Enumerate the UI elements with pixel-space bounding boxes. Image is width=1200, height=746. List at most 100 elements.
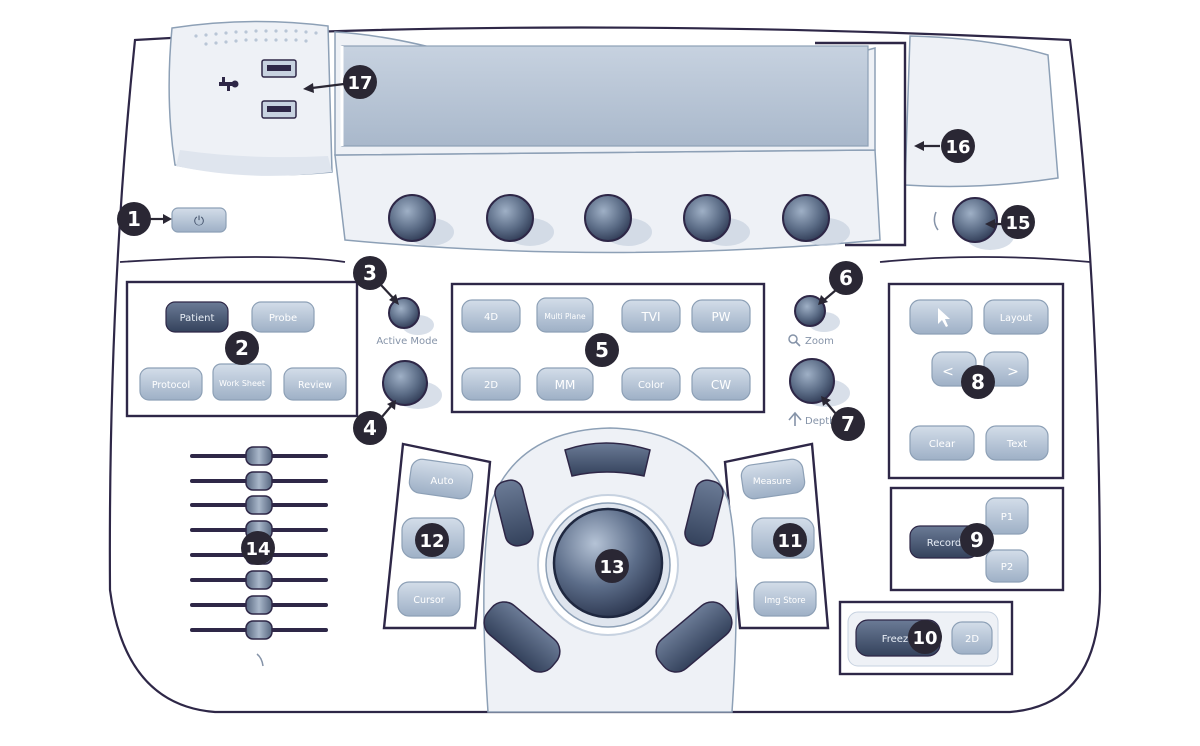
svg-text:4D: 4D [484, 312, 498, 323]
tgc-slider-1[interactable] [245, 446, 273, 466]
mode-4d-button[interactable]: 4D [461, 299, 521, 333]
callout-17-number: 17 [347, 73, 372, 94]
tgc-slider-6[interactable] [245, 570, 273, 590]
color-button[interactable]: Color [621, 367, 681, 401]
svg-text:2D: 2D [484, 380, 498, 391]
soft-knob-5[interactable] [782, 194, 830, 242]
callout-1-marker [117, 202, 151, 236]
tgc-slider-8[interactable] [245, 620, 273, 640]
mode-2d-button[interactable]: 2D [461, 367, 521, 401]
zoom-control: Zoom [788, 295, 840, 347]
callout-1-number: 1 [127, 207, 141, 231]
bracket-12 [382, 442, 492, 630]
trackball-top-key[interactable] [564, 442, 651, 477]
tgc-slider-3[interactable] [245, 495, 273, 515]
callout-12-number: 12 [419, 531, 444, 552]
multi-plane-button[interactable]: Multi Plane [536, 297, 594, 333]
annotation-key-group: Layout < > Clear Text [887, 282, 1065, 480]
tgc-slider-7[interactable] [245, 595, 273, 615]
trackball-right-key[interactable] [682, 478, 725, 549]
protocol-button[interactable]: Protocol [139, 367, 203, 401]
svg-text:P2: P2 [1001, 562, 1013, 573]
svg-text:Freeze: Freeze [882, 634, 915, 645]
svg-text:Text: Text [1006, 439, 1027, 450]
bracket-9 [889, 486, 1065, 592]
power-button[interactable]: ⏻ [171, 207, 227, 233]
callout-4-number: 4 [363, 416, 377, 440]
vent-dots [194, 29, 318, 46]
chevron-left-icon: < [942, 364, 954, 380]
callout-12-marker [415, 523, 449, 557]
p2-button[interactable]: P2 [985, 549, 1029, 583]
review-button[interactable]: Review [283, 367, 347, 401]
soft-knob-4[interactable] [683, 194, 731, 242]
svg-text:CW: CW [711, 378, 731, 392]
p1-button[interactable]: P1 [985, 497, 1029, 535]
top-right-knob[interactable] [952, 197, 998, 243]
callout-2-marker [225, 331, 259, 365]
bracket-8 [887, 282, 1065, 480]
tgc-slider-2[interactable] [245, 471, 273, 491]
svg-text:Img Store: Img Store [764, 596, 805, 606]
soft-knob-1[interactable] [388, 194, 436, 242]
svg-text:Color: Color [638, 380, 665, 391]
svg-text:Clear: Clear [929, 439, 956, 450]
svg-text:P1: P1 [1001, 512, 1013, 523]
active-mode-control: Active Mode [376, 297, 438, 347]
svg-text:TVI: TVI [640, 310, 660, 324]
callout-14-number: 14 [245, 539, 270, 560]
zoom-knob[interactable] [794, 295, 826, 327]
trackball-lower-left-key[interactable] [478, 595, 567, 678]
svg-text:PW: PW [711, 310, 730, 324]
touch-screen[interactable] [341, 45, 869, 147]
svg-text:Record: Record [927, 538, 962, 549]
trackball-lower-right-key[interactable] [650, 595, 739, 678]
patient-key-group: Patient Probe Protocol Work Sheet Review [125, 280, 359, 418]
pointer-button[interactable] [909, 299, 973, 335]
tgc-slider-group [190, 446, 328, 640]
cursor-button[interactable]: Cursor [397, 581, 461, 617]
img-store-button[interactable]: Img Store [753, 581, 817, 617]
freeze-2d-button[interactable]: 2D [951, 621, 993, 655]
measure-button[interactable]: Measure [740, 458, 806, 500]
patient-button[interactable]: Patient [165, 301, 229, 333]
callout-13-number: 13 [599, 557, 624, 578]
layout-button[interactable]: Layout [983, 299, 1049, 335]
depth-knob[interactable] [789, 358, 835, 404]
svg-text:Auto: Auto [430, 476, 453, 487]
pw-button[interactable]: PW [691, 299, 751, 333]
svg-text:Review: Review [298, 380, 332, 391]
clear-button[interactable]: Clear [909, 425, 975, 461]
gain-knob[interactable] [382, 360, 428, 406]
bracket-5 [450, 282, 766, 414]
callout-2-number: 2 [235, 336, 249, 360]
bracket-10 [838, 600, 1014, 676]
depth-arrow-icon [788, 411, 802, 426]
soft-knob-3[interactable] [584, 194, 632, 242]
cw-button[interactable]: CW [691, 367, 751, 401]
work-sheet-button[interactable]: Work Sheet [212, 363, 272, 401]
svg-text:Work Sheet: Work Sheet [219, 379, 265, 388]
text-button[interactable]: Text [985, 425, 1049, 461]
auto-button[interactable]: Auto [408, 458, 474, 500]
callout-11-marker [773, 523, 807, 557]
trackball-left-key[interactable] [492, 478, 535, 549]
svg-text:2D: 2D [965, 634, 979, 645]
mm-button[interactable]: MM [536, 367, 594, 401]
callout-6-number: 6 [839, 266, 853, 290]
depth-control: Depth [788, 358, 850, 427]
callout-4-marker [353, 411, 387, 445]
top-right-control [933, 197, 1014, 250]
tvi-button[interactable]: TVI [621, 299, 681, 333]
soft-knob-2[interactable] [486, 194, 534, 242]
callout-9-marker [960, 523, 994, 557]
probe-button[interactable]: Probe [251, 301, 315, 333]
callout-17-marker [343, 65, 377, 99]
active-mode-knob[interactable] [388, 297, 420, 329]
callout-10-number: 10 [912, 628, 937, 649]
rotate-icon [933, 211, 939, 231]
right-top-shelf [904, 35, 1059, 188]
depth-label: Depth [805, 416, 835, 427]
gain-control [382, 360, 442, 409]
